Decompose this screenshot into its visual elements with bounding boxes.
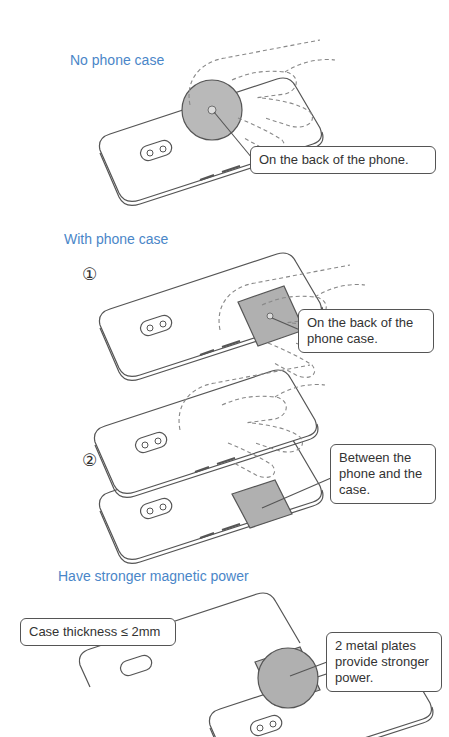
callout-text: 2 metal plates provide stronger power. xyxy=(335,638,433,686)
callout-text: Between the phone and the case. xyxy=(339,450,427,498)
callout-text: On the back of the phone. xyxy=(259,152,427,168)
callout-text: Case thickness ≤ 2mm xyxy=(29,624,167,640)
step-number: ① xyxy=(82,264,97,285)
callout-box: On the back of the phone. xyxy=(250,146,436,174)
step-number: ② xyxy=(82,450,97,471)
callout-text: On the back of the phone case. xyxy=(307,315,425,347)
callout-box: Case thickness ≤ 2mm xyxy=(20,618,176,646)
section-heading: With phone case xyxy=(64,231,168,247)
callout-box: On the back of the phone case. xyxy=(298,309,434,353)
section-heading: No phone case xyxy=(70,52,164,68)
callout-box: 2 metal plates provide stronger power. xyxy=(326,632,442,692)
callout-box: Between the phone and the case. xyxy=(330,444,436,504)
section-heading: Have stronger magnetic power xyxy=(58,568,249,584)
